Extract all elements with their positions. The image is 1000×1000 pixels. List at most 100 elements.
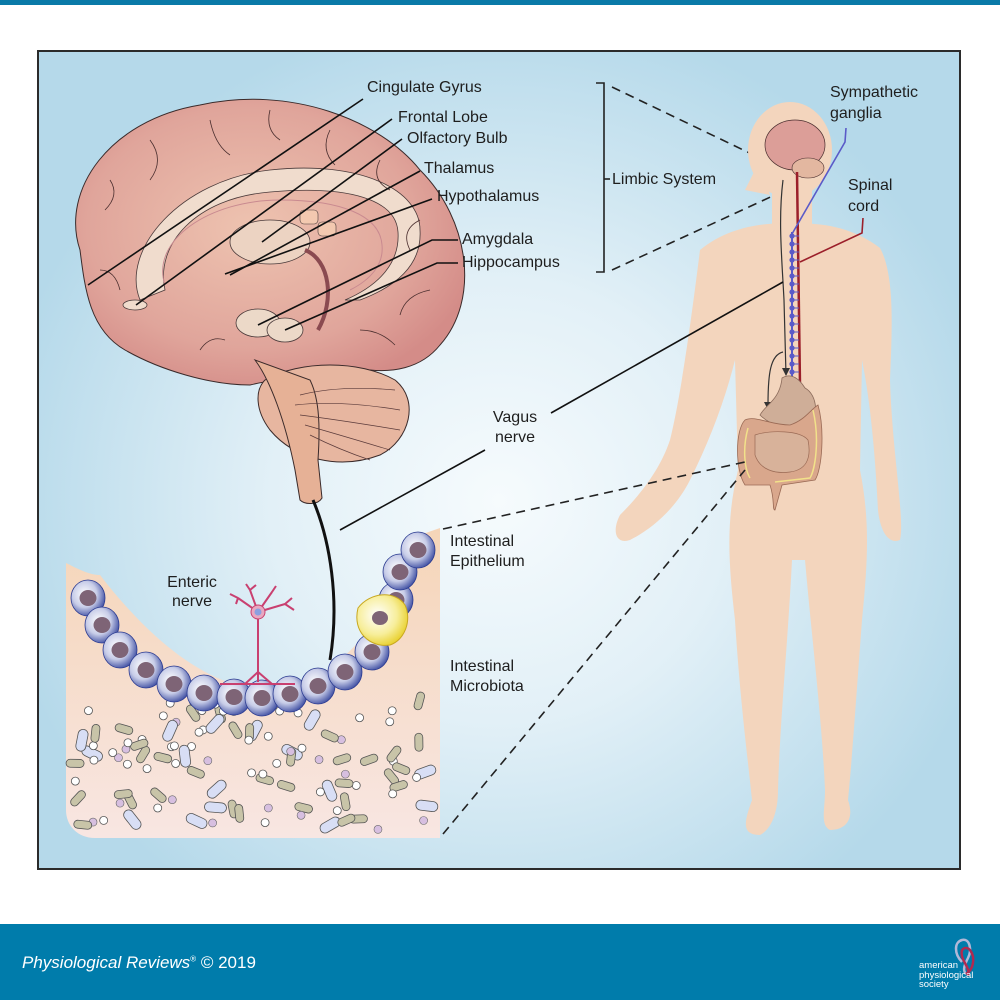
limbic-zoom-lines xyxy=(611,86,791,271)
microbe xyxy=(272,758,282,768)
microbe xyxy=(168,795,177,804)
limbic-bracket xyxy=(596,82,610,273)
microbe xyxy=(419,816,428,825)
microbe xyxy=(65,758,85,768)
microbe xyxy=(389,780,408,792)
microbe xyxy=(359,753,379,766)
microbe xyxy=(136,745,151,764)
microbe xyxy=(205,714,225,734)
label-intestinal-microbiota-1: Intestinal xyxy=(450,658,515,675)
epithelial-cell xyxy=(400,531,436,569)
microbe xyxy=(286,747,296,756)
microbe xyxy=(392,762,411,775)
microbe xyxy=(153,752,173,764)
aps-logo-icon xyxy=(954,938,975,977)
copyright-year: © 2019 xyxy=(200,953,256,972)
gut-zoom-lines xyxy=(442,461,746,835)
microbe xyxy=(247,768,256,778)
intestinal-cross-section xyxy=(65,528,440,838)
label-sympathetic-ganglia-2: ganglia xyxy=(830,105,882,122)
journal-name: Physiological Reviews xyxy=(22,953,191,972)
publisher-line-2: physiological xyxy=(919,969,974,981)
publisher-name: american physiological society xyxy=(919,961,973,990)
label-spinal-cord-1: Spinal xyxy=(848,177,893,194)
microbe xyxy=(415,799,439,813)
microbe xyxy=(385,717,395,727)
thalamus-structure xyxy=(229,219,311,265)
microbe xyxy=(355,713,364,723)
label-hypothalamus: Hypothalamus xyxy=(437,188,540,205)
microbe xyxy=(84,706,93,716)
microbe xyxy=(337,813,356,827)
microbe xyxy=(89,755,99,765)
microbe xyxy=(315,787,325,797)
label-cingulate-gyrus: Cingulate Gyrus xyxy=(367,79,482,96)
label-spinal-cord-2: cord xyxy=(848,198,880,215)
microbe xyxy=(258,769,268,779)
microbe xyxy=(264,803,273,813)
microbe xyxy=(351,781,361,790)
publisher-line-3: society xyxy=(919,979,949,990)
epithelial-cell xyxy=(128,651,164,689)
microbe xyxy=(185,813,208,829)
label-hippocampus: Hippocampus xyxy=(462,254,560,271)
microbe xyxy=(414,732,424,752)
corpus-callosum xyxy=(162,199,383,291)
microbe xyxy=(178,744,192,768)
body-vagus-nerve xyxy=(779,179,787,376)
microbe xyxy=(387,706,397,716)
microbe xyxy=(70,790,86,807)
label-intestinal-epithelium-1: Intestinal xyxy=(450,533,515,550)
label-enteric-nerve-2: nerve xyxy=(171,593,213,610)
microbe xyxy=(150,787,167,803)
brainstem xyxy=(253,358,323,504)
label-limbic-system: Limbic System xyxy=(612,171,717,188)
label-intestinal-epithelium-2: Epithelium xyxy=(450,553,525,570)
enteric-neuron xyxy=(220,583,295,685)
microbe xyxy=(373,825,383,834)
microbe xyxy=(203,756,213,765)
label-olfactory-bulb: Olfactory Bulb xyxy=(407,130,508,147)
microbe xyxy=(204,801,227,814)
microbe xyxy=(208,818,217,828)
microbe xyxy=(276,780,296,792)
epithelial-cell xyxy=(216,678,252,716)
epithelial-cell xyxy=(84,606,120,644)
epithelial-cell xyxy=(186,674,222,712)
vagus-nerve xyxy=(311,499,336,661)
microbe xyxy=(386,745,402,763)
microbe xyxy=(114,723,134,735)
microbe xyxy=(90,724,101,743)
microbe xyxy=(334,778,354,788)
microbe xyxy=(88,741,98,751)
microbe xyxy=(388,789,398,799)
microbe xyxy=(332,806,342,816)
microbe xyxy=(75,728,89,752)
microbe xyxy=(234,804,245,823)
microbe xyxy=(321,779,338,802)
microbe xyxy=(194,727,204,737)
sympathetic-leader xyxy=(791,127,847,235)
microbe xyxy=(303,709,321,731)
microbe xyxy=(130,738,149,751)
microbe xyxy=(142,764,152,774)
microbe xyxy=(263,731,273,741)
journal-credit: Physiological Reviews® © 2019 xyxy=(22,953,256,973)
microbe xyxy=(206,779,227,799)
small-intestine xyxy=(754,431,810,473)
microbe xyxy=(114,753,123,763)
epithelial-cell xyxy=(300,667,336,705)
top-accent-bar xyxy=(0,0,1000,5)
microbe xyxy=(244,735,254,745)
microbe xyxy=(412,773,421,782)
microbe xyxy=(113,789,133,800)
hippocampus-curve xyxy=(304,248,330,331)
microbe xyxy=(162,719,178,742)
microbe xyxy=(332,753,352,766)
brain-label-leaders xyxy=(87,98,458,331)
spinal-leader xyxy=(799,217,864,263)
microbe xyxy=(185,704,201,722)
label-amygdala: Amygdala xyxy=(462,231,534,248)
spinal-cord xyxy=(795,171,802,386)
